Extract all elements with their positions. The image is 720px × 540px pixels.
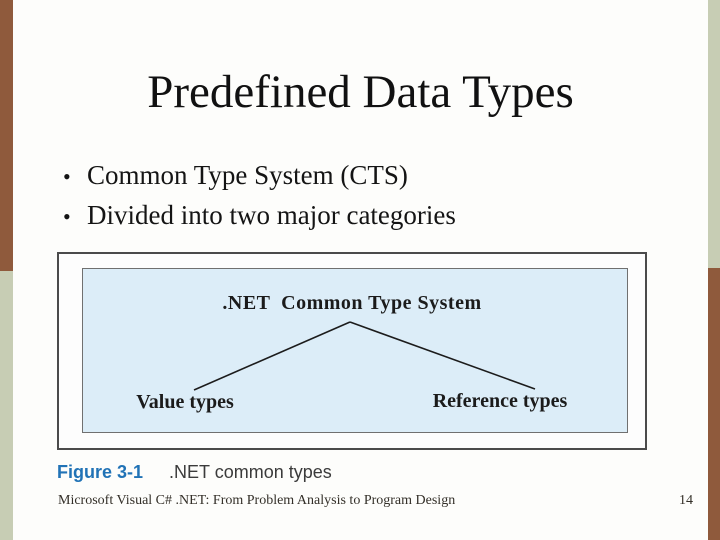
tree-root-label: .NET Common Type System — [222, 292, 482, 314]
bullet-text: Common Type System (CTS) — [87, 160, 408, 190]
slide-title: Predefined Data Types — [147, 66, 574, 118]
bullet-dot-icon: • — [63, 164, 71, 189]
tree-right-label: Reference types — [432, 390, 568, 412]
bullet-dot-icon: • — [63, 204, 71, 229]
figure-caption-label: Figure 3-1 — [57, 462, 144, 482]
figure-inner-box — [82, 268, 628, 433]
right-edge-bar-top — [708, 0, 720, 268]
bullet-list: • Common Type System (CTS) • Divided int… — [63, 156, 456, 236]
figure-panel: .NET Common Type System Value types Refe… — [57, 252, 647, 450]
left-edge-bar-top — [0, 0, 13, 271]
footer-citation: Microsoft Visual C# .NET: From Problem A… — [58, 493, 456, 508]
page-number: 14 — [679, 493, 693, 508]
figure-caption: Figure 3-1 .NET common types — [57, 461, 332, 483]
tree-diagram-lines — [193, 321, 536, 391]
bullet-text: Divided into two major categories — [87, 200, 456, 230]
tree-left-label: Value types — [136, 391, 234, 413]
right-edge-bar-bottom — [708, 268, 720, 540]
slide-footer: Microsoft Visual C# .NET: From Problem A… — [58, 493, 693, 509]
bullet-item: • Common Type System (CTS) — [63, 156, 456, 196]
left-edge-bar-bottom — [0, 271, 13, 540]
bullet-item: • Divided into two major categories — [63, 196, 456, 236]
figure-caption-text: .NET common types — [169, 462, 332, 482]
